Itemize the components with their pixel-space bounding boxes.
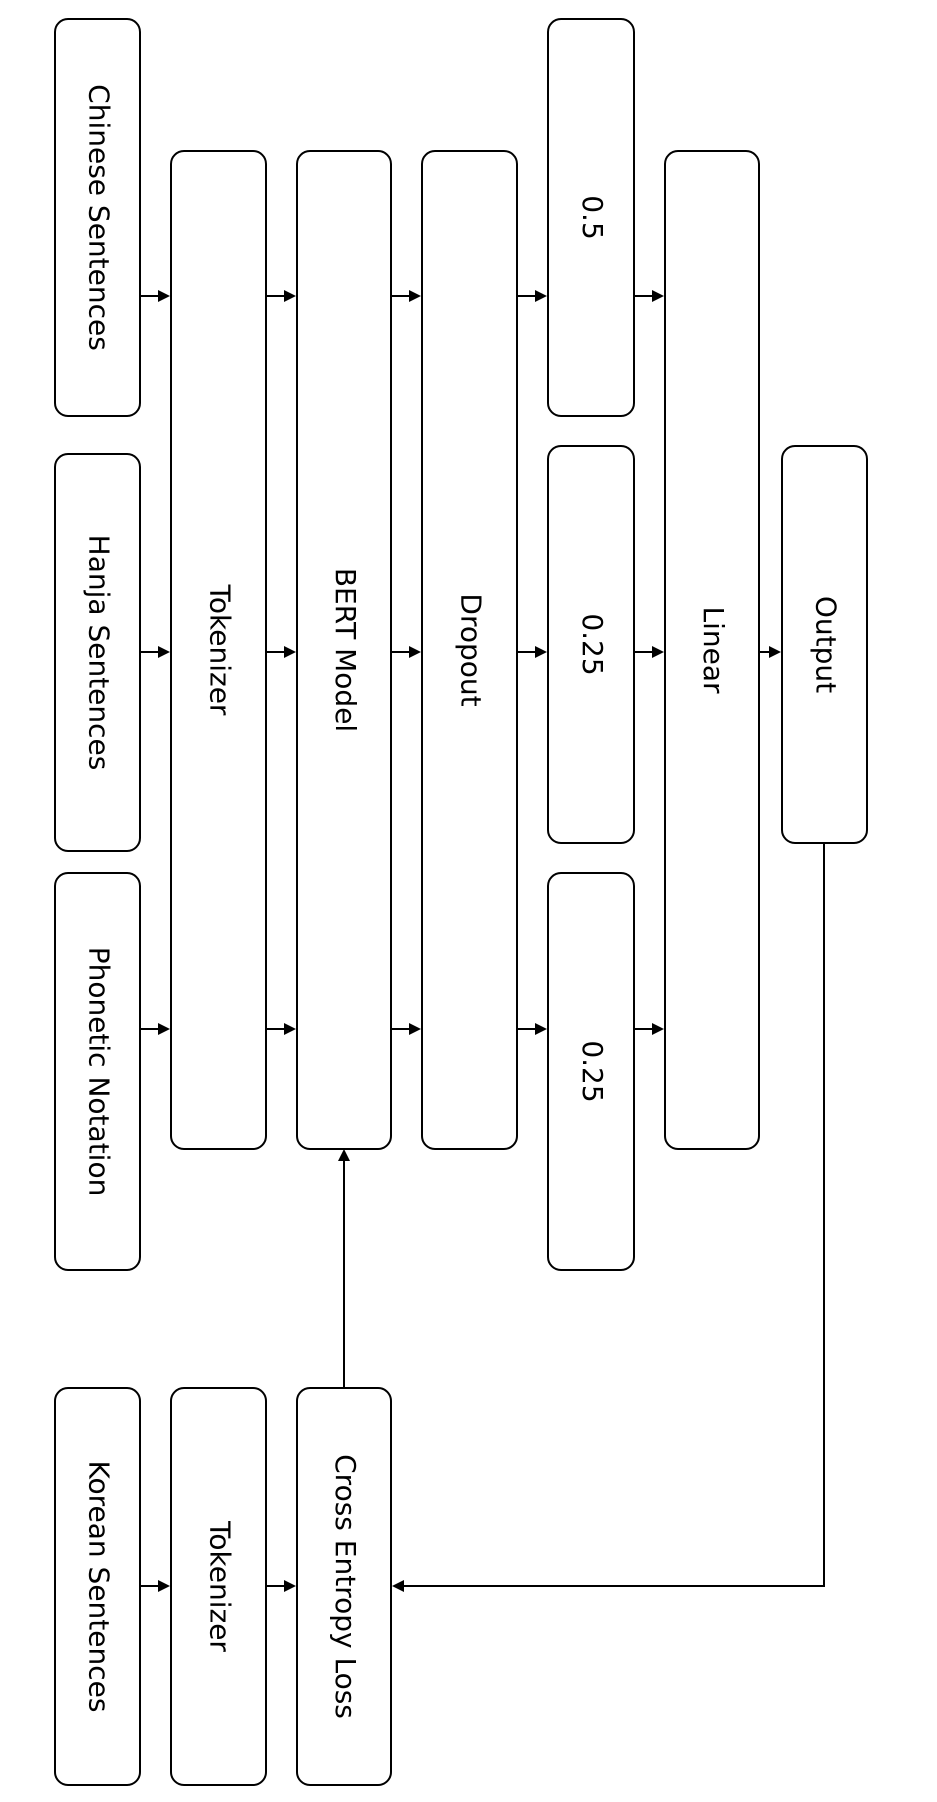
arrowhead-weight-linear-2 (652, 646, 664, 658)
node-weight-2: 0.25 (547, 445, 635, 844)
arrowhead-dropout-weight-3 (535, 1023, 547, 1035)
node-output: Output (781, 445, 868, 844)
node-bert-model: BERT Model (296, 150, 392, 1150)
arrowhead-bert-dropout-2 (409, 646, 421, 658)
arrowhead-bert-dropout-1 (409, 290, 421, 302)
arrowhead-weight-linear-1 (652, 290, 664, 302)
node-hanja-sentences: Hanja Sentences (54, 453, 141, 852)
arrowhead-chinese-tokenizer (158, 290, 170, 302)
node-weight-2-label: 0.25 (576, 613, 609, 675)
node-phonetic-notation: Phonetic Notation (54, 872, 141, 1271)
node-tokenizer-main-label: Tokenizer (204, 584, 237, 716)
arrowhead-weight-linear-3 (652, 1023, 664, 1035)
node-korean-sentences: Korean Sentences (54, 1387, 141, 1786)
node-output-label: Output (810, 596, 843, 693)
nodes: Chinese Sentences Hanja Sentences Phonet… (54, 18, 868, 1786)
node-chinese-sentences: Chinese Sentences (54, 18, 141, 417)
arrowhead-dropout-weight-1 (535, 290, 547, 302)
node-linear: Linear (664, 150, 760, 1150)
node-dropout-label: Dropout (455, 593, 488, 706)
edges (140, 290, 825, 1592)
arrowhead-tokenizer-bert-1 (284, 290, 296, 302)
arrowhead-dropout-weight-2 (535, 646, 547, 658)
edge-output-loss (402, 844, 825, 1587)
node-dropout: Dropout (421, 150, 518, 1150)
node-tokenizer-main: Tokenizer (170, 150, 267, 1150)
node-bert-model-label: BERT Model (329, 568, 362, 732)
node-cross-entropy-loss-label: Cross Entropy Loss (329, 1454, 362, 1719)
arrowhead-bert-dropout-3 (409, 1023, 421, 1035)
node-hanja-sentences-label: Hanja Sentences (83, 535, 116, 771)
arrowhead-phonetic-tokenizer (158, 1023, 170, 1035)
arrowhead-loss-bert (338, 1149, 350, 1161)
node-weight-3-label: 0.25 (576, 1040, 609, 1102)
node-weight-1-label: 0.5 (576, 195, 609, 240)
arrowhead-output-loss (392, 1580, 404, 1592)
node-korean-sentences-label: Korean Sentences (83, 1461, 116, 1713)
node-tokenizer-korean: Tokenizer (170, 1387, 267, 1786)
node-cross-entropy-loss: Cross Entropy Loss (296, 1387, 392, 1786)
node-phonetic-notation-label: Phonetic Notation (83, 947, 116, 1197)
node-chinese-sentences-label: Chinese Sentences (83, 84, 116, 351)
node-weight-3: 0.25 (547, 872, 635, 1271)
arrowhead-linear-output (769, 646, 781, 658)
arrowhead-tokenizer-bert-3 (284, 1023, 296, 1035)
node-tokenizer-korean-label: Tokenizer (204, 1520, 237, 1652)
arrowhead-tokenizer-bert-2 (284, 646, 296, 658)
arrowhead-hanja-tokenizer (158, 646, 170, 658)
arrowhead-tokenizer-loss (284, 1580, 296, 1592)
arrowhead-korean-tokenizer (158, 1580, 170, 1592)
node-linear-label: Linear (697, 606, 730, 694)
node-weight-1: 0.5 (547, 18, 635, 417)
